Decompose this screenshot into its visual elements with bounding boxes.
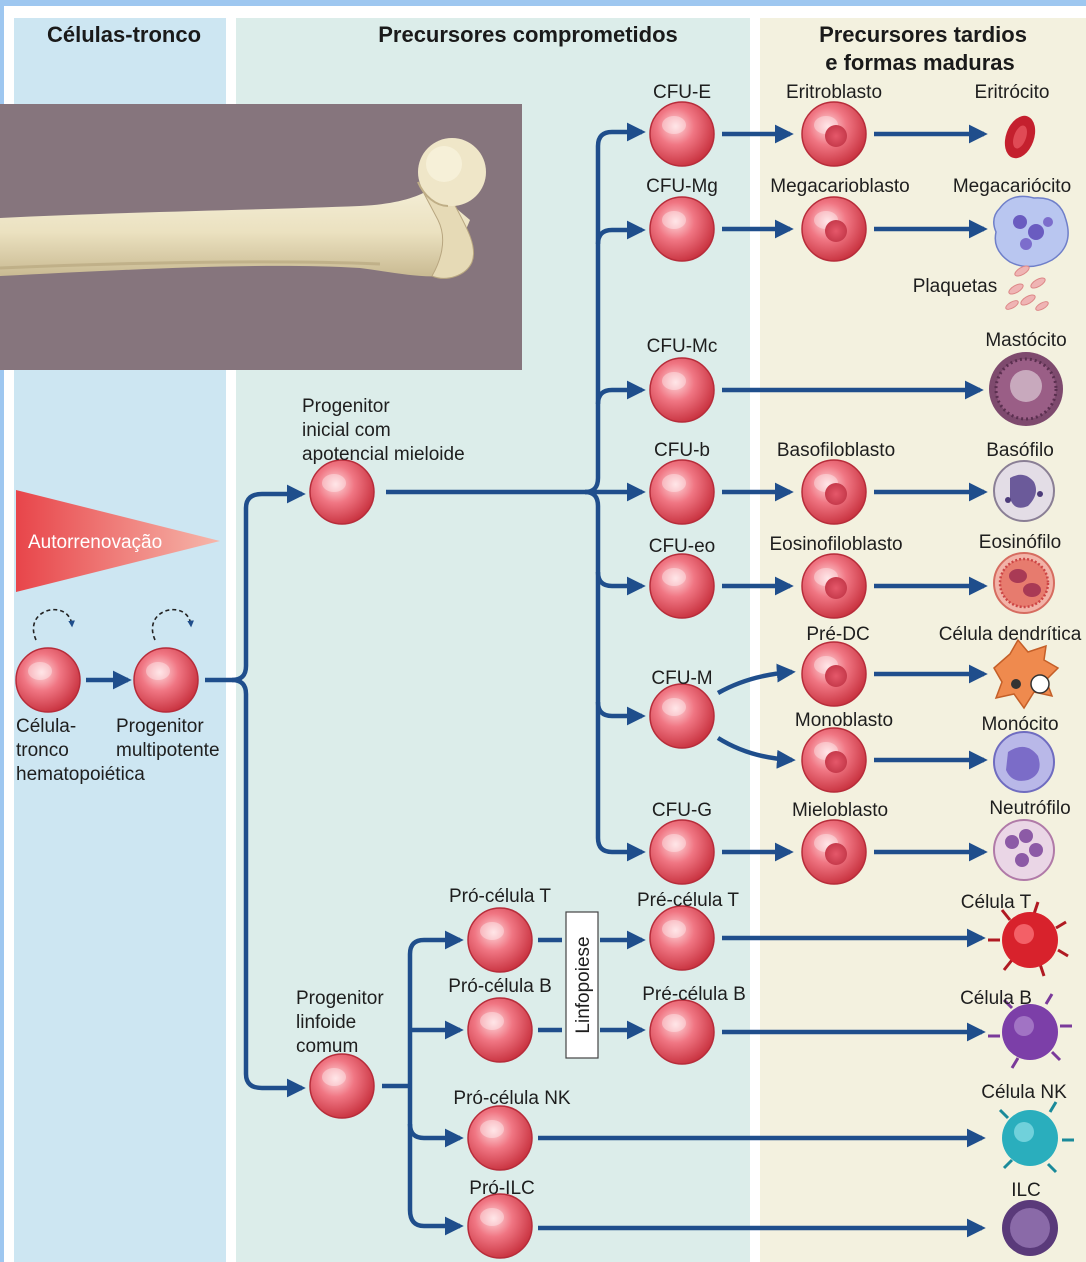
plaquetas-label: Plaquetas [913, 276, 998, 297]
lymphopoiesis-box: Linfopoiese [566, 912, 598, 1058]
mast-cell-icon [989, 352, 1063, 426]
mastocito-label: Mastócito [985, 330, 1066, 351]
monoblasto-label: Monoblasto [795, 710, 893, 731]
femur-photo [0, 104, 522, 370]
cfu-mg-cell [650, 197, 714, 261]
myeloid-label-3: apotencial mieloide [302, 444, 465, 465]
ilc-icon [1002, 1200, 1058, 1256]
pre-dc-cell [802, 642, 866, 706]
myeloid-label-1: Progenitor [302, 396, 390, 417]
myeloid-progenitor-cell [310, 460, 374, 524]
pro-t-cell [468, 908, 532, 972]
pro-t-label: Pró-célula T [449, 886, 551, 907]
hsc-label-3: hematopoiética [16, 764, 145, 785]
pro-ilc-label: Pró-ILC [469, 1178, 534, 1199]
pre-t-label: Pré-célula T [637, 890, 739, 911]
cfu-b-cell [650, 460, 714, 524]
mieloblasto-cell [802, 820, 866, 884]
cfu-e-cell [650, 102, 714, 166]
self-renewal-label: Autorrenovação [28, 532, 162, 553]
basofiloblasto-label: Basofiloblasto [777, 440, 895, 461]
megakaryocyte-icon [994, 196, 1068, 266]
header-stem: Células-tronco [47, 22, 201, 47]
pro-ilc-cell [468, 1194, 532, 1258]
cfu-eo-label: CFU-eo [649, 536, 716, 557]
hsc-label-2: tronco [16, 740, 69, 761]
cfu-mc-cell [650, 358, 714, 422]
cfu-e-label: CFU-E [653, 82, 711, 103]
pro-b-label: Pró-célula B [448, 976, 552, 997]
cfu-m-label: CFU-M [651, 668, 712, 689]
lymphoid-label-1: Progenitor [296, 988, 384, 1009]
monocito-label: Monócito [981, 714, 1058, 735]
megacariocito-label: Megacariócito [953, 176, 1071, 197]
pre-dc-label: Pré-DC [806, 624, 869, 645]
cfu-g-label: CFU-G [652, 800, 712, 821]
cel-b-label: Célula B [960, 988, 1032, 1009]
lymphoid-label-3: comum [296, 1036, 358, 1057]
cfu-eo-cell [650, 554, 714, 618]
header-committed: Precursores comprometidos [378, 22, 678, 47]
ilc-label: ILC [1011, 1180, 1041, 1201]
cfu-b-label: CFU-b [654, 440, 710, 461]
pre-b-cell [650, 1000, 714, 1064]
cfu-m-cell [650, 684, 714, 748]
eritroblasto-cell [802, 102, 866, 166]
hsc-label-1: Célula- [16, 716, 76, 737]
eosinofilo-label: Eosinófilo [979, 532, 1061, 553]
header-late-1: Precursores tardios [819, 22, 1027, 47]
pro-nk-label: Pró-célula NK [453, 1088, 571, 1109]
basophil-icon [994, 461, 1054, 521]
dendritica-label: Célula dendrítica [939, 624, 1082, 645]
eosinofiloblasto-cell [802, 554, 866, 618]
monocyte-icon [994, 732, 1054, 792]
pro-b-cell [468, 998, 532, 1062]
mpp-label-2: multipotente [116, 740, 220, 761]
pre-b-label: Pré-célula B [642, 984, 746, 1005]
basofilo-label: Basófilo [986, 440, 1054, 461]
cfu-mg-label: CFU-Mg [646, 176, 718, 197]
monoblasto-cell [802, 728, 866, 792]
lymphoid-label-2: linfoide [296, 1012, 356, 1033]
mpp-cell [134, 648, 198, 712]
megacarioblasto-label: Megacarioblasto [770, 176, 909, 197]
lymphoid-progenitor-cell [310, 1054, 374, 1118]
header-late-2: e formas maduras [825, 50, 1015, 75]
neutrofilo-label: Neutrófilo [989, 798, 1070, 819]
hsc-cell [16, 648, 80, 712]
neutrophil-icon [994, 820, 1054, 880]
pro-nk-cell [468, 1106, 532, 1170]
mieloblasto-label: Mieloblasto [792, 800, 888, 821]
eritrocito-label: Eritrócito [975, 82, 1050, 103]
lymphopoiesis-label: Linfopoiese [573, 936, 594, 1033]
myeloid-label-2: inicial com [302, 420, 391, 441]
eosinofiloblasto-label: Eosinofiloblasto [769, 534, 902, 555]
cel-nk-label: Célula NK [981, 1082, 1067, 1103]
basofiloblasto-cell [802, 460, 866, 524]
pre-t-cell [650, 906, 714, 970]
eritroblasto-label: Eritroblasto [786, 82, 882, 103]
megacarioblasto-cell [802, 197, 866, 261]
cfu-g-cell [650, 820, 714, 884]
eosinophil-icon [994, 553, 1054, 613]
cfu-mc-label: CFU-Mc [647, 336, 718, 357]
mpp-label-1: Progenitor [116, 716, 204, 737]
cel-t-label: Célula T [961, 892, 1032, 913]
